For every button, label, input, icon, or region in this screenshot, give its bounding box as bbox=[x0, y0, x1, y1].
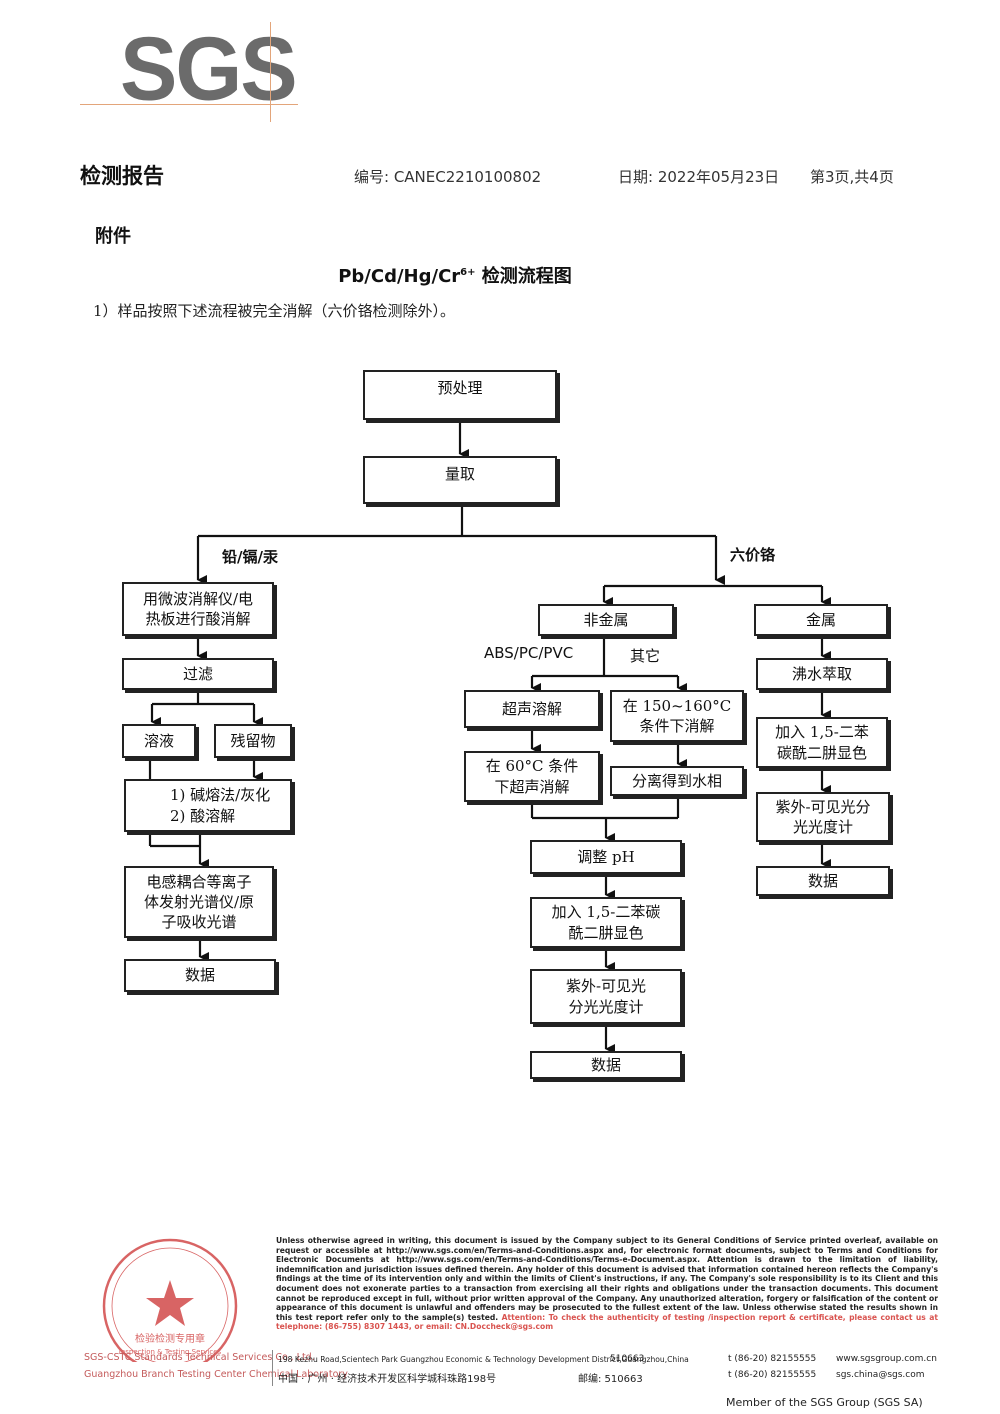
label-abs-pc-pvc: ABS/PC/PVC bbox=[484, 644, 574, 662]
annex-heading: 附件 bbox=[95, 226, 131, 247]
box-acid-digest: 用微波消解仪/电 热板进行酸消解 bbox=[122, 582, 274, 636]
phone-2: t (86-20) 82155555 bbox=[728, 1370, 817, 1380]
email-link[interactable]: sgs.china@sgs.com bbox=[836, 1370, 925, 1380]
postcode-cn: 邮编: 510663 bbox=[578, 1374, 643, 1385]
box-adjust-ph: 调整 pH bbox=[530, 840, 682, 874]
company-seal: 检验检测专用章 Inspection & Testing Services bbox=[102, 1238, 238, 1362]
flowchart-title: Pb/Cd/Hg/Cr6+ 检测流程图 bbox=[0, 262, 910, 288]
box-uv-vis-mid: 紫外-可见光 分光光度计 bbox=[530, 969, 682, 1024]
box-ultrasonic: 超声溶解 bbox=[464, 690, 600, 728]
disclaimer-text: Unless otherwise agreed in writing, this… bbox=[276, 1236, 938, 1322]
phone: t (86-20) 82155555 bbox=[728, 1354, 817, 1364]
address-en: 198 Kezhu Road,Scientech Park Guangzhou … bbox=[278, 1355, 689, 1364]
logo-line-horizontal bbox=[80, 104, 298, 105]
box-ultrasonic-60: 在 60°C 条件 下超声消解 bbox=[464, 751, 600, 802]
box-separate-aqueous: 分离得到水相 bbox=[610, 766, 744, 796]
postcode-en: 510663 bbox=[610, 1354, 645, 1364]
box-data-left: 数据 bbox=[124, 959, 276, 992]
box-uv-vis-right: 紫外-可见光分 光光度计 bbox=[756, 792, 890, 842]
page-indicator: 第3页,共4页 bbox=[810, 168, 894, 186]
label-pb-cd-hg: 铅/镉/汞 bbox=[222, 548, 278, 566]
box-solution: 溶液 bbox=[122, 724, 196, 758]
footer-divider bbox=[272, 1350, 273, 1386]
report-title: 检测报告 bbox=[80, 164, 164, 188]
logo-line-vertical bbox=[270, 22, 271, 122]
box-measure: 量取 bbox=[363, 456, 557, 504]
box-filter: 过滤 bbox=[122, 658, 274, 690]
flowchart-title-sup: 6+ bbox=[460, 267, 476, 278]
company-name-en-2: Guangzhou Branch Testing Center Chemical… bbox=[84, 1369, 348, 1380]
box-residue-treatment: 1) 碱熔法/灰化 2) 酸溶解 bbox=[124, 779, 292, 832]
sgs-logo: SGS bbox=[120, 18, 298, 120]
box-nonmetal: 非金属 bbox=[538, 604, 674, 636]
website-link[interactable]: www.sgsgroup.com.cn bbox=[836, 1354, 937, 1364]
box-add-dpc-right: 加入 1,5-二苯 碳酰二肼显色 bbox=[756, 717, 888, 768]
company-name-en-1: SGS-CSTC Standards Technical Services Co… bbox=[84, 1352, 315, 1363]
legal-disclaimer: Unless otherwise agreed in writing, this… bbox=[276, 1236, 938, 1332]
address-cn: 中国 · 广州 · 经济技术开发区科学城科珠路198号 bbox=[278, 1374, 497, 1385]
intro-text: 1）样品按照下述流程被完全消解（六价铬检测除外）。 bbox=[93, 302, 456, 320]
box-icp-aas: 电感耦合等离子 体发射光谱仪/原 子吸收光谱 bbox=[124, 866, 274, 938]
box-data-mid: 数据 bbox=[530, 1051, 682, 1079]
sgs-group-member: Member of the SGS Group (SGS SA) bbox=[726, 1396, 923, 1409]
label-cr6: 六价铬 bbox=[730, 546, 776, 564]
flowchart-title-suffix: 检测流程图 bbox=[475, 266, 572, 287]
box-digest-150: 在 150~160°C 条件下消解 bbox=[610, 690, 744, 742]
flowchart-title-main: Pb/Cd/Hg/Cr bbox=[338, 266, 461, 287]
box-pretreat: 预处理 bbox=[363, 370, 557, 420]
box-data-right: 数据 bbox=[756, 866, 890, 896]
label-other: 其它 bbox=[630, 647, 661, 665]
authenticity-attention: Attention: To check the authenticity of … bbox=[276, 1312, 938, 1332]
report-number: 编号: CANEC2210100802 bbox=[354, 168, 542, 186]
seal-subtext: Inspection & Testing Services bbox=[119, 1348, 222, 1356]
box-boiling-extract: 沸水萃取 bbox=[756, 658, 888, 690]
seal-text: 检验检测专用章 bbox=[135, 1332, 205, 1345]
box-metal: 金属 bbox=[754, 604, 888, 636]
box-add-dpc-mid: 加入 1,5-二苯碳 酰二肼显色 bbox=[530, 897, 682, 948]
report-date: 日期: 2022年05月23日 bbox=[618, 168, 780, 186]
box-residue: 残留物 bbox=[214, 724, 292, 758]
